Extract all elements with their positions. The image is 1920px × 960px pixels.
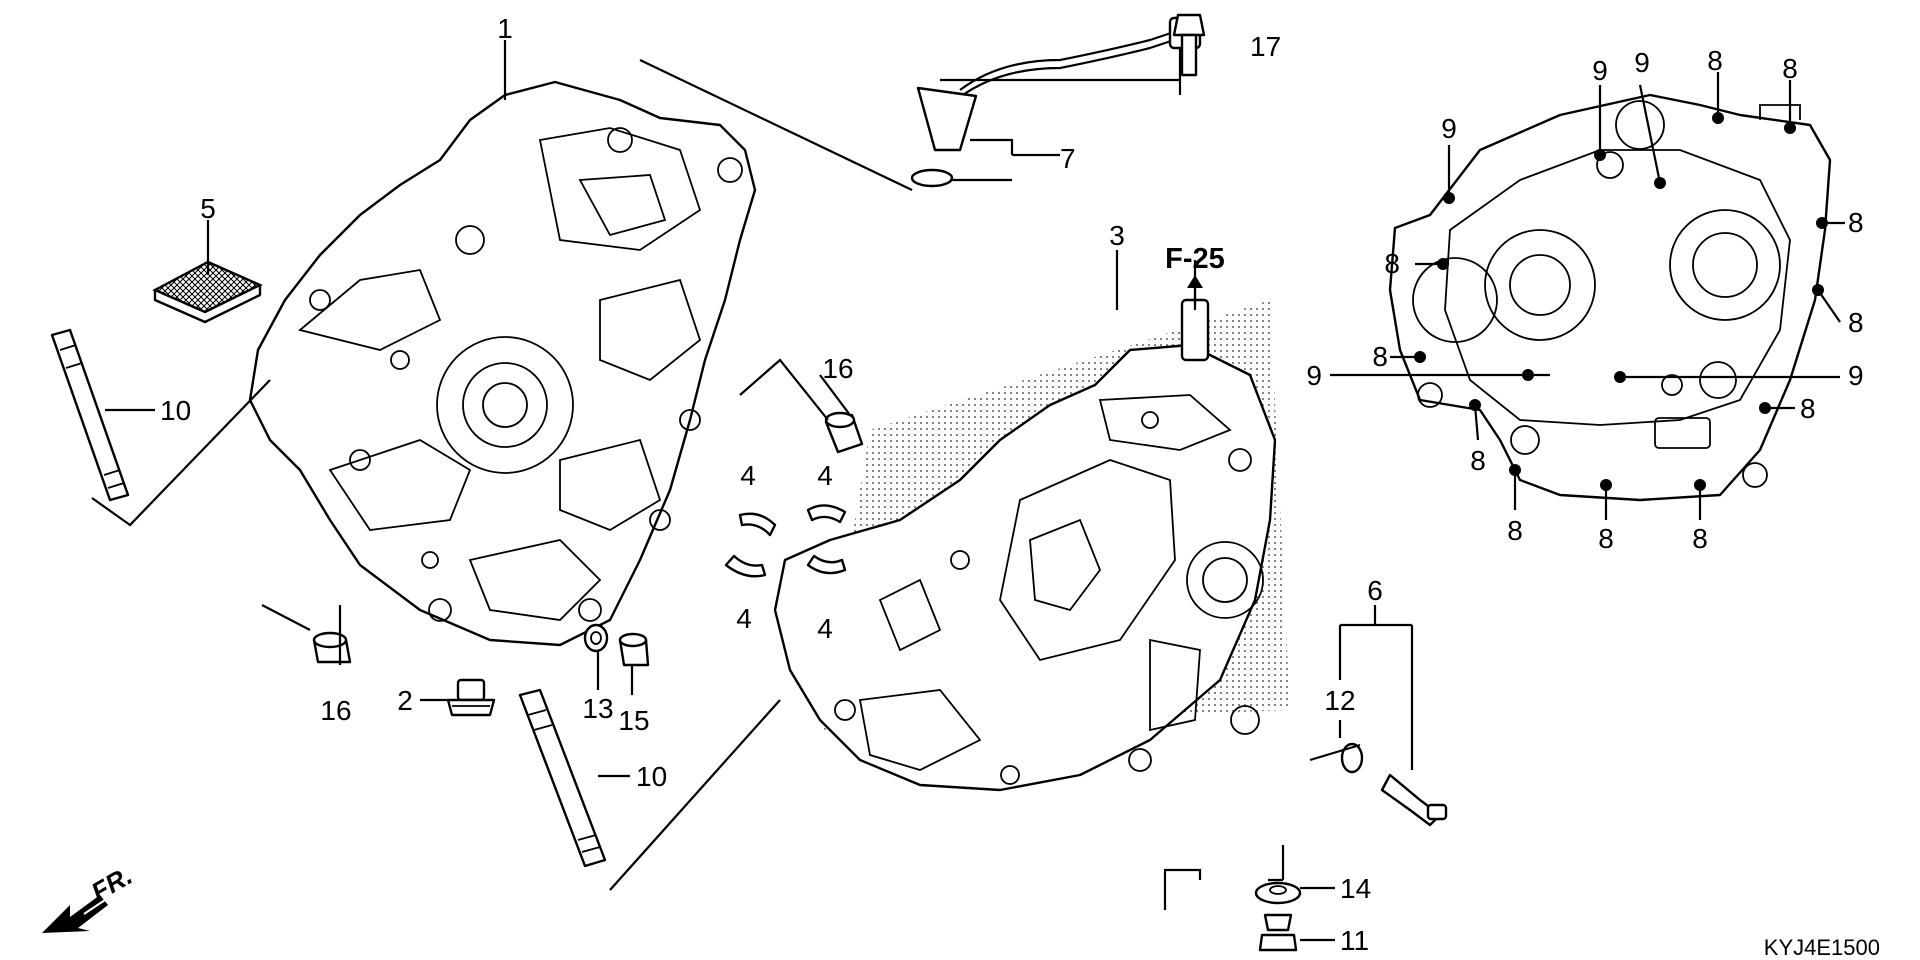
callout-16-b: 16 xyxy=(320,695,351,726)
diagram-code: KYJ4E1500 xyxy=(1764,935,1880,960)
callout-9-c: 9 xyxy=(1634,47,1650,78)
flange-bolt-11 xyxy=(1258,913,1298,952)
callout-16-a: 16 xyxy=(822,353,853,384)
neutral-switch-sensor xyxy=(1340,742,1448,827)
callout-9-b: 9 xyxy=(1592,55,1608,86)
callout-6: 6 xyxy=(1367,575,1383,606)
left-crankcase-half xyxy=(248,80,757,647)
front-direction-arrow-icon xyxy=(42,887,112,933)
washer-14 xyxy=(1254,881,1302,905)
speed-sensor xyxy=(910,16,1202,188)
callout-4-c: 4 xyxy=(817,460,833,491)
callout-9-d: 9 xyxy=(1306,360,1322,391)
callout-11: 11 xyxy=(1340,925,1369,956)
callout-15: 15 xyxy=(618,705,649,736)
callout-14: 14 xyxy=(1340,873,1371,904)
callout-8-a: 8 xyxy=(1707,45,1723,76)
callout-8-h: 8 xyxy=(1470,445,1486,476)
crankcase-bolt-layout-view xyxy=(1388,93,1832,502)
callout-8-e: 8 xyxy=(1848,307,1864,338)
callout-8-i: 8 xyxy=(1507,515,1523,546)
callout-7: 7 xyxy=(1060,143,1076,174)
stud-bolt-upper xyxy=(50,328,130,502)
oil-strainer-screen xyxy=(152,260,263,324)
callout-8-g: 8 xyxy=(1800,393,1816,424)
callout-3: 3 xyxy=(1109,220,1125,251)
callout-8-b: 8 xyxy=(1782,53,1798,84)
callout-1: 1 xyxy=(497,13,513,44)
drain-plug xyxy=(446,678,496,717)
reference-label: F-25 xyxy=(1165,243,1225,275)
dowel-pin-upper xyxy=(824,411,864,454)
callout-8-k: 8 xyxy=(1692,523,1708,554)
callout-8-c: 8 xyxy=(1848,207,1864,238)
callout-9-e: 9 xyxy=(1848,360,1864,391)
callout-5: 5 xyxy=(200,193,216,224)
callout-12: 12 xyxy=(1324,685,1355,716)
callout-8-j: 8 xyxy=(1598,523,1614,554)
callout-4-d: 4 xyxy=(817,613,833,644)
callout-17: 17 xyxy=(1250,31,1281,62)
callout-2: 2 xyxy=(397,685,413,716)
right-crankcase-half xyxy=(773,298,1290,792)
callout-9-a: 9 xyxy=(1441,113,1457,144)
stud-bolt-lower xyxy=(518,688,607,868)
callout-8-d: 8 xyxy=(1384,248,1400,279)
callout-10-a: 10 xyxy=(160,395,191,426)
dowel-pin-lower xyxy=(312,631,352,664)
callout-13: 13 xyxy=(582,693,613,724)
reference-arrow xyxy=(1187,275,1203,310)
leader-lines xyxy=(91,40,1845,942)
callout-10-b: 10 xyxy=(636,761,667,792)
bolt-17 xyxy=(1172,13,1206,77)
callout-4-a: 4 xyxy=(740,460,756,491)
collar-15 xyxy=(618,632,650,667)
callout-8-f: 8 xyxy=(1372,341,1388,372)
callout-4-b: 4 xyxy=(736,603,752,634)
bearing-shells xyxy=(724,504,847,578)
sealing-washer-13 xyxy=(583,623,609,653)
